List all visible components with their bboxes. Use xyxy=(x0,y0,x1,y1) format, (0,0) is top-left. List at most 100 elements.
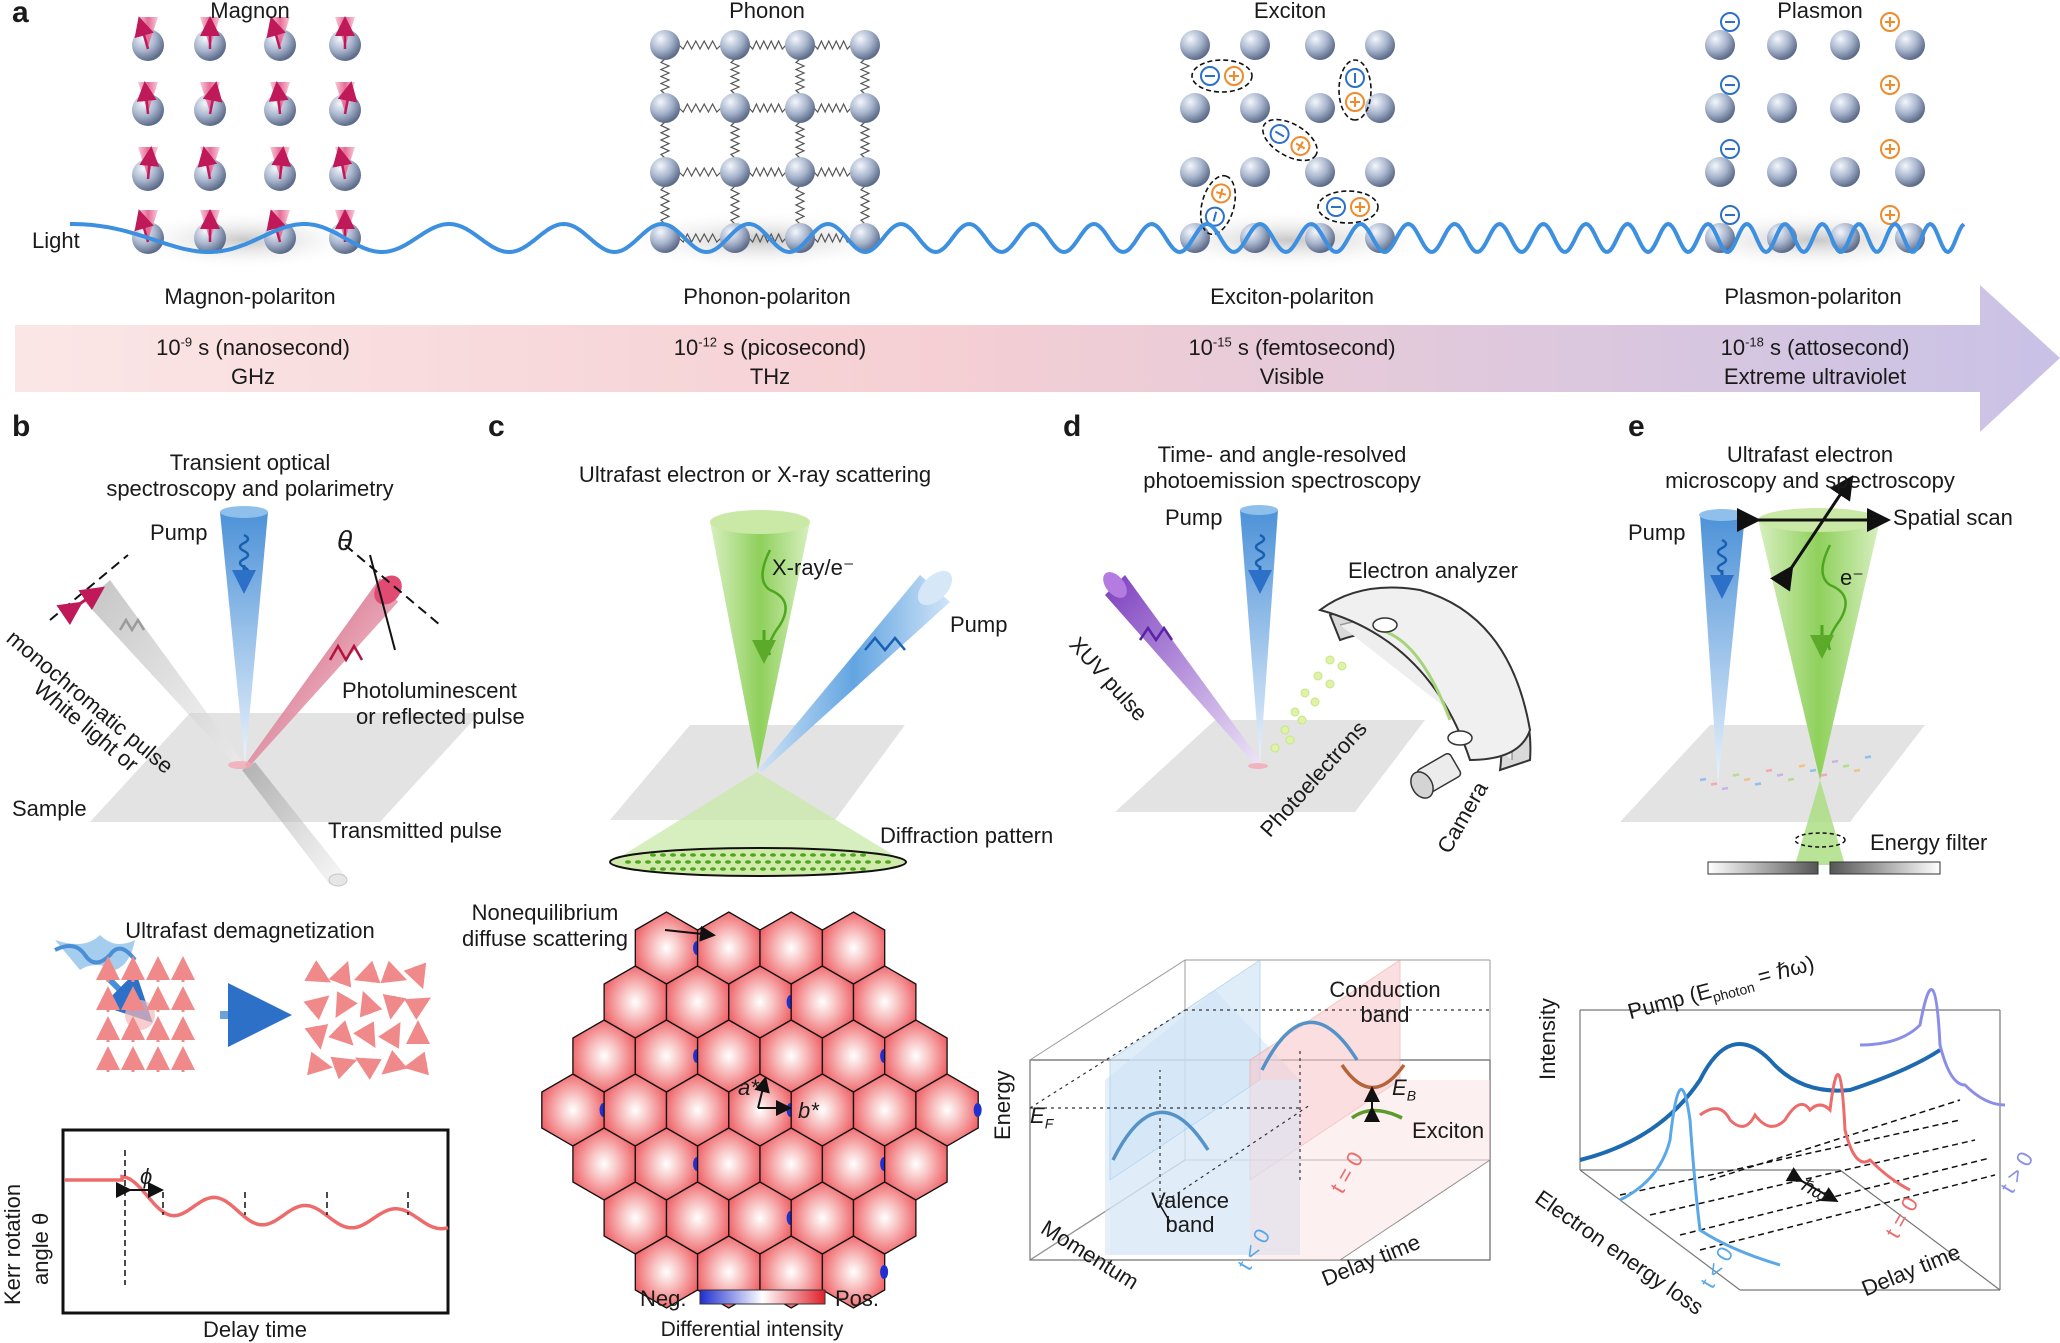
atom xyxy=(1240,223,1270,253)
b-sample: Sample xyxy=(12,796,87,821)
band-ghz: GHz xyxy=(231,364,275,389)
d-valence-1: Valence xyxy=(1151,1188,1229,1213)
atom xyxy=(1365,223,1395,253)
d-energy: Energy xyxy=(990,1070,1015,1140)
label-magnon-polariton: Magnon-polariton xyxy=(164,284,336,309)
timescale-ps: 10-12 s (picosecond) xyxy=(673,334,867,360)
e-pump: Pump xyxy=(1628,520,1686,545)
c-neg: Neg. xyxy=(640,1286,687,1311)
b-transmitted: Transmitted pulse xyxy=(328,818,503,843)
e-title-2: microscopy and spectroscopy xyxy=(1665,468,1955,493)
photoelectron-dots xyxy=(1270,655,1347,753)
atom xyxy=(1180,93,1210,123)
b-kerr-1: Kerr rotation xyxy=(0,1183,25,1305)
band-thz: THz xyxy=(749,364,791,389)
label-phonon: Phonon xyxy=(729,0,805,23)
atom xyxy=(1240,30,1270,60)
e-intensity: Intensity xyxy=(1535,998,1560,1080)
d-conduction-2: band xyxy=(1360,1002,1410,1027)
atom xyxy=(1767,93,1797,123)
kerr-rotation-curve xyxy=(65,1174,449,1231)
c-nonequil-2: diffuse scattering xyxy=(462,926,628,951)
atom xyxy=(1705,30,1735,60)
atom xyxy=(1180,157,1210,187)
b-delay: Delay time xyxy=(203,1317,307,1342)
panel-e-plot xyxy=(1579,988,2006,1291)
e-electron: e⁻ xyxy=(1840,565,1864,590)
d-pump: Pump xyxy=(1165,505,1223,530)
label-plasmon: Plasmon xyxy=(1777,0,1863,23)
e-title-1: Ultrafast electron xyxy=(1726,442,1894,467)
panel-letter-a: a xyxy=(12,0,29,29)
label-exciton: Exciton xyxy=(1253,0,1327,23)
panel-a xyxy=(15,12,2060,432)
atom xyxy=(1895,157,1925,187)
kerr-period-markers xyxy=(124,1150,409,1285)
atom xyxy=(650,157,680,187)
atom xyxy=(1240,157,1270,187)
b-pump: Pump xyxy=(150,520,208,545)
disordered-spins xyxy=(303,960,431,1080)
atom xyxy=(1305,93,1335,123)
panel-letter-b: b xyxy=(12,410,31,443)
atom xyxy=(1895,93,1925,123)
atom xyxy=(1305,30,1335,60)
c-diffraction: Diffraction pattern xyxy=(880,823,1054,848)
timescale-as: 10-18 s (attosecond) xyxy=(1720,334,1910,360)
b-pl-1: Photoluminescent xyxy=(342,678,517,703)
kerr-plot-frame xyxy=(61,1128,450,1315)
b-phi: ϕ xyxy=(140,1164,153,1189)
magnon-lattice xyxy=(132,16,361,254)
diffraction-spots xyxy=(625,853,891,871)
phonon-lattice xyxy=(650,30,880,253)
c-xray: X-ray/e⁻ xyxy=(772,555,855,580)
reciprocal-axes xyxy=(664,925,792,1116)
atom xyxy=(850,30,880,60)
atom xyxy=(1365,157,1395,187)
c-pos: Pos. xyxy=(835,1286,880,1311)
spatial-map-dots xyxy=(1699,755,1872,791)
atom xyxy=(1705,93,1735,123)
panel-d-plot xyxy=(1029,959,1491,1261)
panel-b-demag xyxy=(54,935,450,1315)
atom xyxy=(1180,30,1210,60)
label-phonon-polariton: Phonon-polariton xyxy=(683,284,851,309)
panel-letter-e: e xyxy=(1628,410,1645,443)
label-light: Light xyxy=(32,228,80,253)
atom xyxy=(1767,157,1797,187)
atom xyxy=(1767,30,1797,60)
atom xyxy=(1705,157,1735,187)
ordered-spins xyxy=(96,956,195,1072)
panel-c-setup xyxy=(609,510,953,877)
d-ef: EF xyxy=(1030,1103,1054,1132)
c-diff-intensity: Differential intensity xyxy=(660,1318,844,1341)
d-conduction-1: Conduction xyxy=(1329,977,1441,1002)
atom xyxy=(1365,93,1395,123)
panel-e-setup xyxy=(1620,475,1941,875)
c-title: Ultrafast electron or X-ray scattering xyxy=(578,462,932,487)
b-title-1: Transient optical xyxy=(169,450,331,475)
atom xyxy=(785,93,815,123)
d-analyzer: Electron analyzer xyxy=(1348,558,1518,583)
atom xyxy=(850,157,880,187)
atom xyxy=(1305,157,1335,187)
atom xyxy=(720,30,750,60)
b-kerr-2: angle θ xyxy=(28,1212,53,1285)
b-theta: θ xyxy=(337,525,353,556)
panel-b-setup xyxy=(49,506,480,887)
atom xyxy=(720,93,750,123)
label-magnon: Magnon xyxy=(210,0,290,23)
colorbar xyxy=(699,1289,826,1305)
c-b-star: b* xyxy=(798,1098,819,1123)
atom xyxy=(850,93,880,123)
timescale-fs: 10-15 s (femtosecond) xyxy=(1188,334,1396,360)
d-eb: EB xyxy=(1392,1075,1417,1104)
light-wave xyxy=(70,221,1966,255)
atom xyxy=(1365,30,1395,60)
sample-plane xyxy=(90,713,480,822)
d-valence-2: band xyxy=(1165,1212,1215,1237)
d-exciton: Exciton xyxy=(1412,1118,1485,1143)
atom xyxy=(1240,93,1270,123)
panel-letter-d: d xyxy=(1063,410,1082,443)
